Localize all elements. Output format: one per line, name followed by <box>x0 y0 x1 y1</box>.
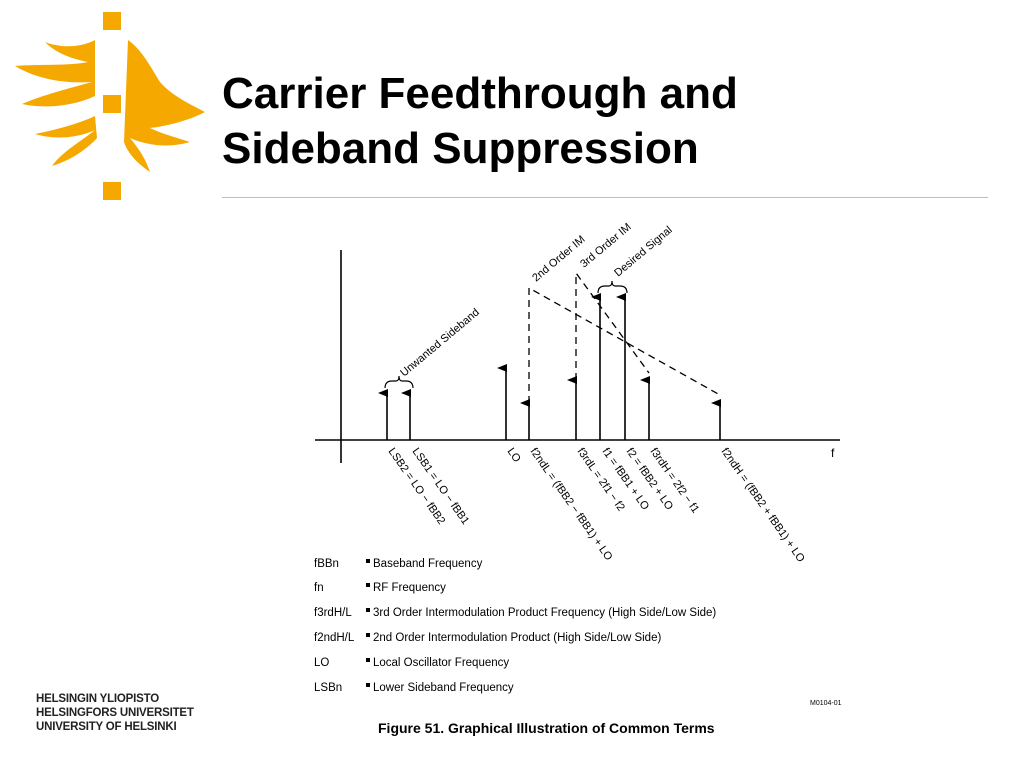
legend-bullet <box>366 633 370 637</box>
legend-symbol: LO <box>314 657 329 669</box>
legend-bullet <box>366 559 370 563</box>
legend-symbol: LSBn <box>314 682 342 694</box>
brace-desired-signal <box>597 280 628 294</box>
legend-row: f3rdH/L 3rd Order Intermodulation Produc… <box>314 607 716 619</box>
legend-symbol: fn <box>314 582 324 594</box>
university-name-fi: HELSINGIN YLIOPISTO <box>36 693 159 705</box>
brace-unwanted-sideband <box>384 375 414 389</box>
legend: fBBn Baseband Frequency fn RF Frequency … <box>314 558 716 694</box>
legend-text: 2nd Order Intermodulation Product (High … <box>373 632 661 644</box>
title-line-1: Carrier Feedthrough and <box>222 69 738 118</box>
tick-label-f2ndl: f2ndL = (fBB2 − fBB1) + LO <box>528 446 615 563</box>
dashed-3rd-order-im <box>575 271 650 380</box>
legend-text: RF Frequency <box>373 582 446 594</box>
legend-symbol: fBBn <box>314 558 339 570</box>
title-divider <box>222 197 988 198</box>
legend-bullet <box>366 608 370 612</box>
legend-text: Lower Sideband Frequency <box>373 682 514 694</box>
university-flame-logo <box>15 12 205 200</box>
legend-bullet <box>366 658 370 662</box>
legend-row: f2ndH/L 2nd Order Intermodulation Produc… <box>314 632 661 644</box>
figure-code: M0104-01 <box>810 700 842 707</box>
axis-label-f: f <box>831 446 835 460</box>
figure-caption: Figure 51. Graphical Illustration of Com… <box>378 720 715 736</box>
legend-bullet <box>366 583 370 587</box>
legend-symbol: f3rdH/L <box>314 607 352 619</box>
tick-label-f2ndh: f2ndH = (fBB2 + fBB1) + LO <box>719 446 807 565</box>
spectrum-diagram: f Unwanted Sideband 2nd Order IM 3rd Ord… <box>314 221 842 736</box>
legend-row: fBBn Baseband Frequency <box>314 558 483 570</box>
dashed-2nd-order-im <box>528 286 721 403</box>
university-name: HELSINGIN YLIOPISTO HELSINGFORS UNIVERSI… <box>36 692 194 734</box>
legend-row: LSBn Lower Sideband Frequency <box>314 682 514 694</box>
legend-row: LO Local Oscillator Frequency <box>314 657 509 669</box>
legend-symbol: f2ndH/L <box>314 632 355 644</box>
legend-text: Local Oscillator Frequency <box>373 657 509 669</box>
legend-row: fn RF Frequency <box>314 582 446 594</box>
university-name-en: UNIVERSITY OF HELSINKI <box>36 721 177 733</box>
university-name-sv: HELSINGFORS UNIVERSITET <box>36 707 194 719</box>
tick-label-lo: LO <box>505 446 524 465</box>
legend-bullet <box>366 683 370 687</box>
slide-title: Carrier Feedthrough and Sideband Suppres… <box>222 66 738 176</box>
legend-text: 3rd Order Intermodulation Product Freque… <box>373 607 716 619</box>
title-line-2: Sideband Suppression <box>222 124 699 173</box>
label-unwanted-sideband: Unwanted Sideband <box>398 306 482 379</box>
legend-text: Baseband Frequency <box>373 558 483 570</box>
